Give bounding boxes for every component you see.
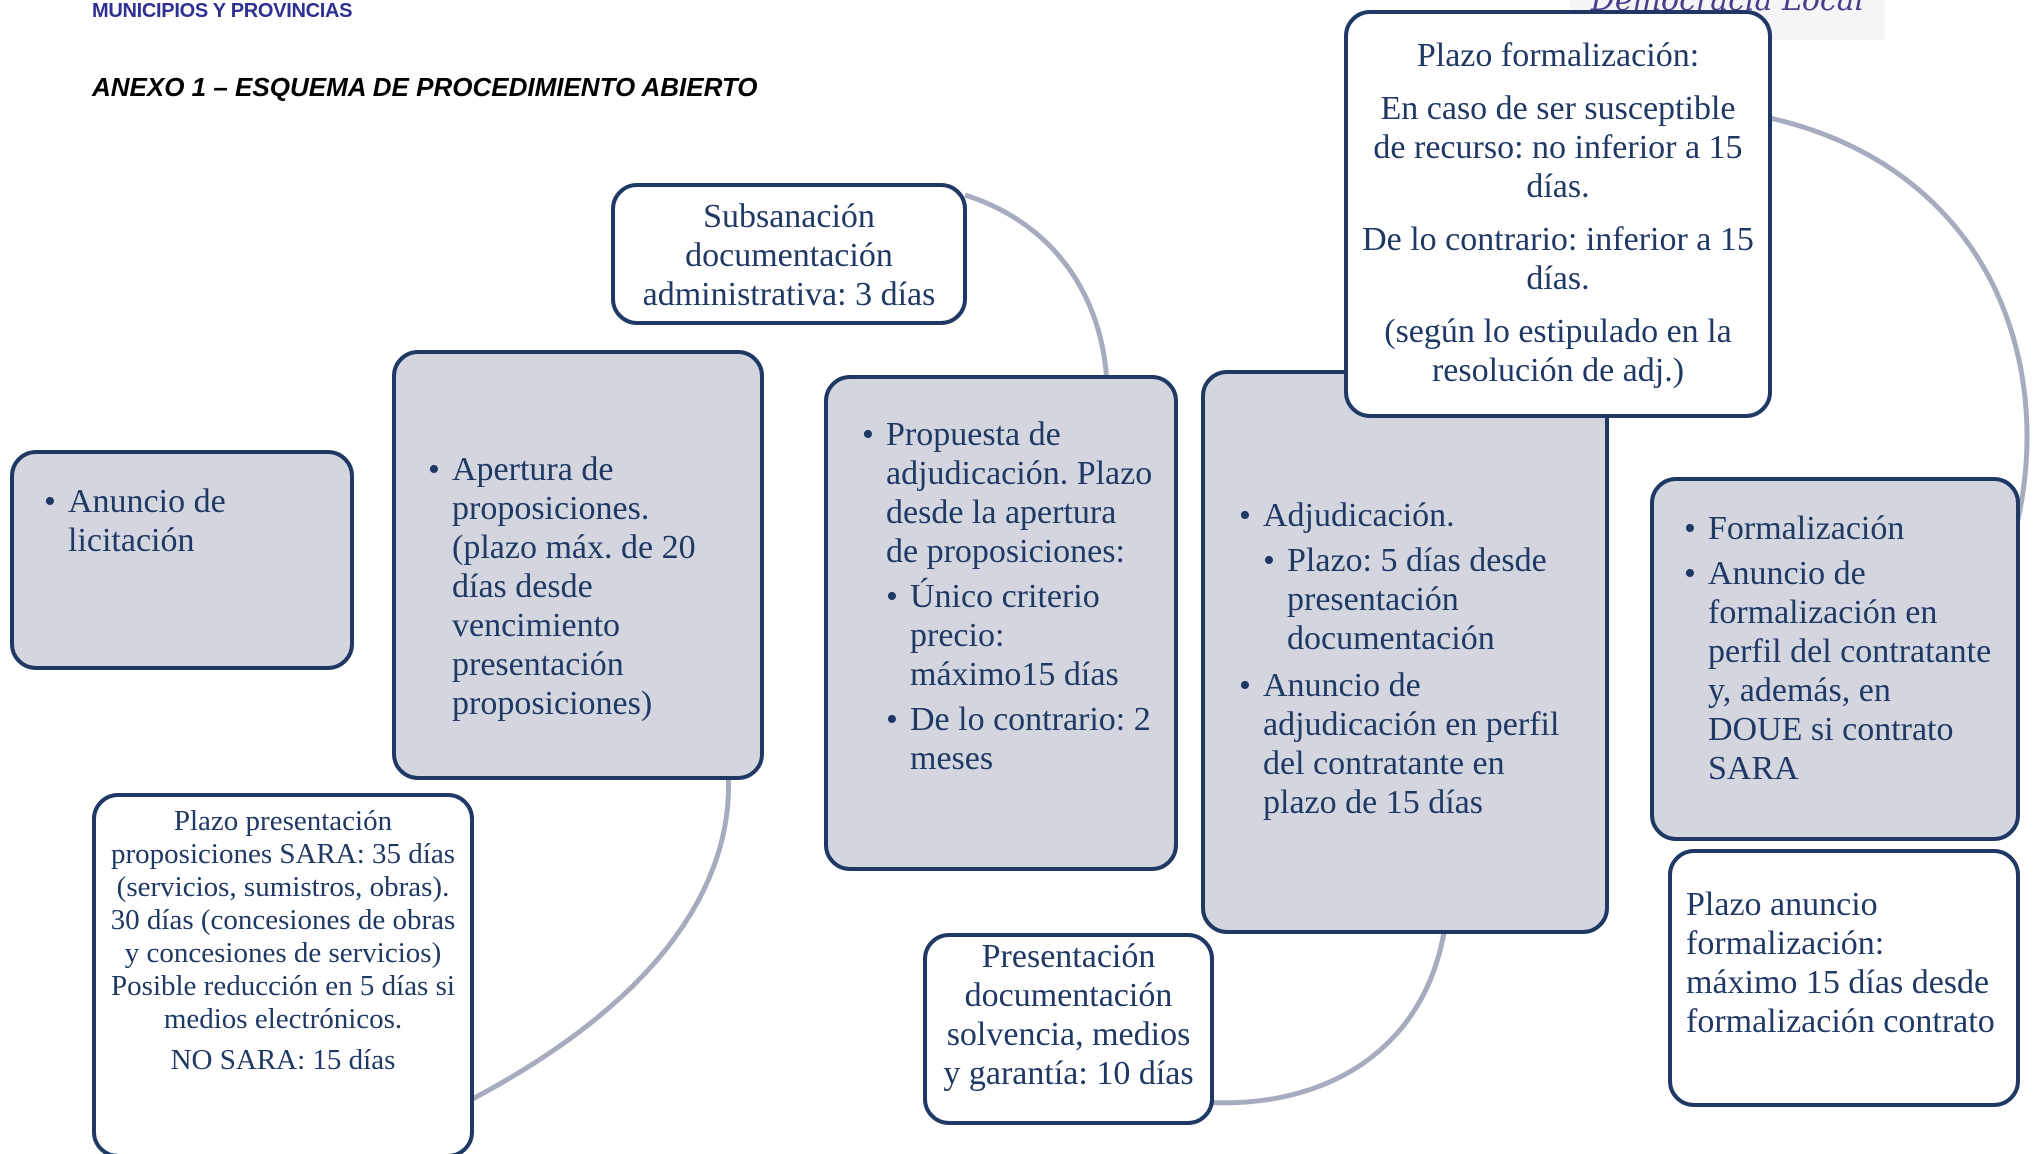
step-apertura-label: Apertura de proposiciones. (plazo máx. d… [428, 450, 738, 723]
step-adjudicacion-sub1: Plazo: 5 días desde presentación documen… [1263, 541, 1575, 658]
note-presentacion-nosara: NO SARA: 15 días [170, 1044, 396, 1076]
note-solvencia: Presentación documentación solvencia, me… [923, 933, 1214, 1125]
note-solvencia-text: Presentación documentación solvencia, me… [943, 938, 1194, 1092]
note-anuncio-formalizacion-text: Plazo anuncio formalización: máximo 15 d… [1686, 886, 1995, 1040]
header-organization: MUNICIPIOS Y PROVINCIAS [92, 0, 353, 22]
note-subsanacion: Subsanación documentación administrativa… [611, 183, 967, 325]
step-adjudicacion-label2: Anuncio de adjudicación en perfil del co… [1239, 666, 1575, 822]
step-formalizacion-label2: Anuncio de formalización en perfil del c… [1684, 554, 1992, 788]
note-plazo-formalizacion: Plazo formalización: En caso de ser susc… [1344, 10, 1772, 418]
annex-title: ANEXO 1 – ESQUEMA DE PROCEDIMIENTO ABIER… [92, 72, 758, 102]
step-formalizacion: Formalización Anuncio de formalización e… [1650, 477, 2020, 841]
step-adjudicacion: Adjudicación. Plazo: 5 días desde presen… [1201, 370, 1609, 934]
note-plazo-presentacion: Plazo presentación proposiciones SARA: 3… [92, 793, 474, 1154]
note-plazo-formalizacion-p2: De lo contrario: inferior a 15 días. [1362, 221, 1754, 297]
step-propuesta-sub2: De lo contrario: 2 meses [886, 700, 1156, 778]
note-presentacion-text: Plazo presentación proposiciones SARA: 3… [110, 805, 456, 1035]
step-adjudicacion-label: Adjudicación. Plazo: 5 días desde presen… [1239, 496, 1575, 658]
note-subsanacion-text: Subsanación documentación administrativa… [642, 198, 936, 313]
step-propuesta-sub1: Único criterio precio: máximo15 días [886, 577, 1156, 694]
note-anuncio-formalizacion: Plazo anuncio formalización: máximo 15 d… [1668, 849, 2020, 1107]
step-anuncio-label: Anuncio de licitación [44, 482, 330, 560]
note-plazo-formalizacion-p1: En caso de ser susceptible de recurso: n… [1373, 90, 1743, 205]
step-anuncio-licitacion: Anuncio de licitación [10, 450, 354, 670]
step-formalizacion-label: Formalización [1684, 509, 1992, 548]
step-apertura-proposiciones: Apertura de proposiciones. (plazo máx. d… [392, 350, 764, 780]
arc-adjudicacion-solvencia [1199, 879, 1451, 1106]
note-plazo-formalizacion-title: Plazo formalización: [1416, 37, 1700, 74]
step-propuesta-adjudicacion: Propuesta de adjudicación. Plazo desde l… [824, 375, 1178, 871]
note-plazo-formalizacion-p3: (según lo estipulado en la resolución de… [1384, 313, 1732, 389]
step-propuesta-label: Propuesta de adjudicación. Plazo desde l… [862, 415, 1156, 778]
